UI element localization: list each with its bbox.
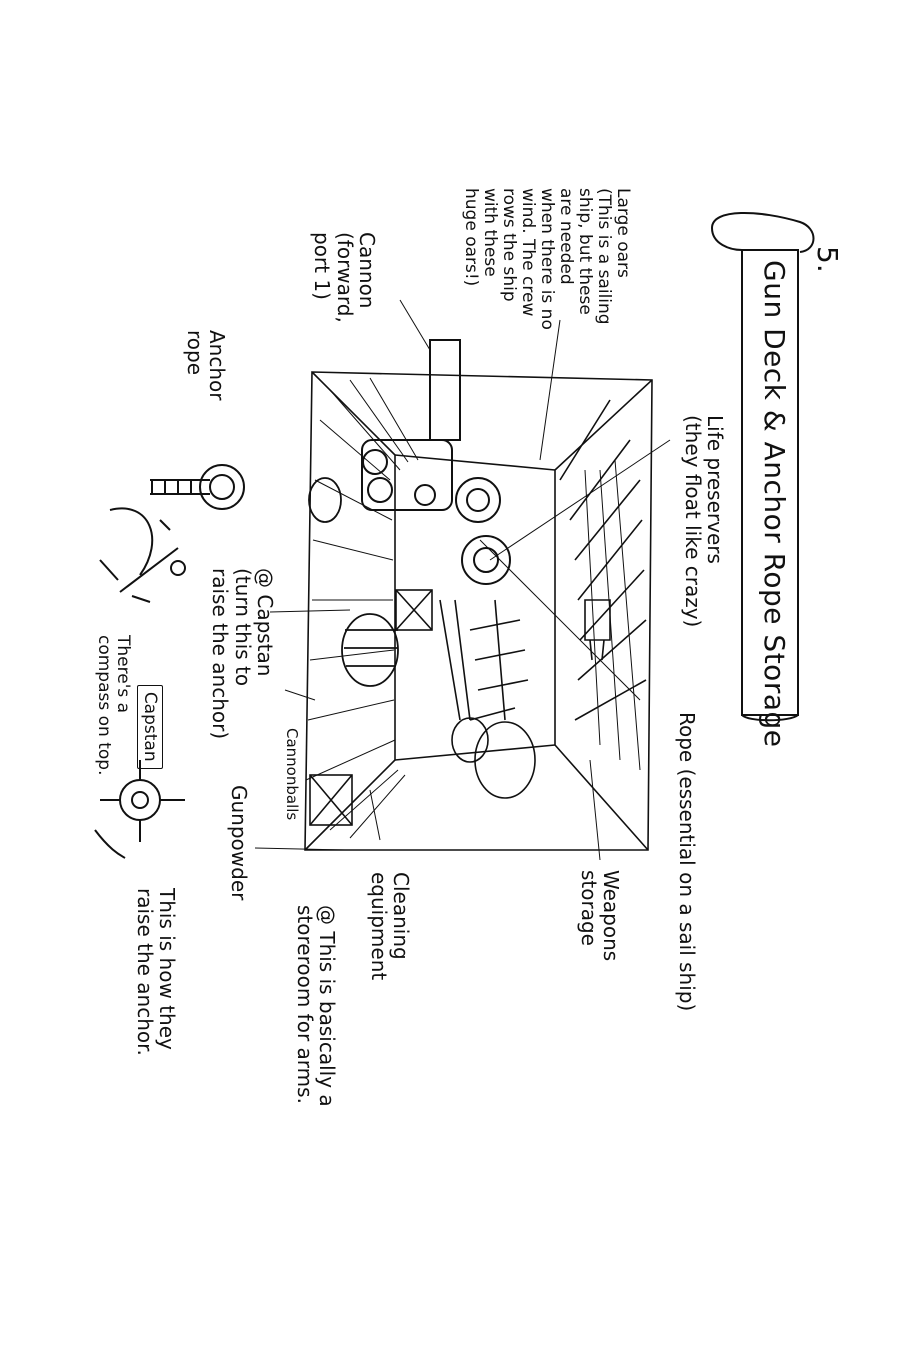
- label-life-preservers: Life preservers (they float like crazy): [680, 415, 727, 628]
- wall-lantern: [584, 599, 611, 661]
- label-compass-note: There's a compass on top.: [93, 635, 133, 776]
- capstan-box-text: Capstan: [136, 684, 163, 769]
- page-number: 5.: [811, 246, 844, 273]
- label-large-oars: Large oars (This is a sailing ship, but …: [460, 188, 633, 330]
- weapons-rack: [439, 599, 529, 721]
- label-cannon: Cannon (forward, port 1): [310, 232, 379, 323]
- label-rope: Rope (essential on a sail ship): [675, 712, 699, 1012]
- rope-coils: [451, 717, 536, 799]
- page-title: Gun Deck & Anchor Rope Storage: [758, 260, 791, 748]
- label-cleaning-equipment: Cleaning equipment: [366, 872, 413, 981]
- room-box: [304, 371, 653, 851]
- cannon: [361, 339, 461, 511]
- label-raise-anchor-note: This is how they raise the anchor.: [132, 888, 179, 1056]
- label-weapons-storage: Weapons storage: [576, 870, 623, 962]
- label-storeroom-note: @ This is basically a storeroom for arms…: [292, 905, 339, 1107]
- anchor-drawing: [99, 507, 186, 603]
- crates: [309, 589, 433, 826]
- label-anchor-rope: Anchor rope: [182, 330, 229, 401]
- capstan-drum: [308, 477, 399, 687]
- label-capstan: @ Capstan (turn this to raise the anchor…: [208, 568, 277, 740]
- label-capstan-box: Capstan: [136, 674, 178, 769]
- capstan-top-view: [94, 760, 185, 859]
- title-scroll-banner: [711, 211, 815, 722]
- anchor-rope-detail: [150, 464, 245, 510]
- label-gunpowder: Gunpowder: [227, 785, 251, 901]
- leader-lines: [254, 299, 671, 861]
- label-cannonballs: Cannonballs: [283, 728, 301, 821]
- life-preservers: [455, 477, 511, 585]
